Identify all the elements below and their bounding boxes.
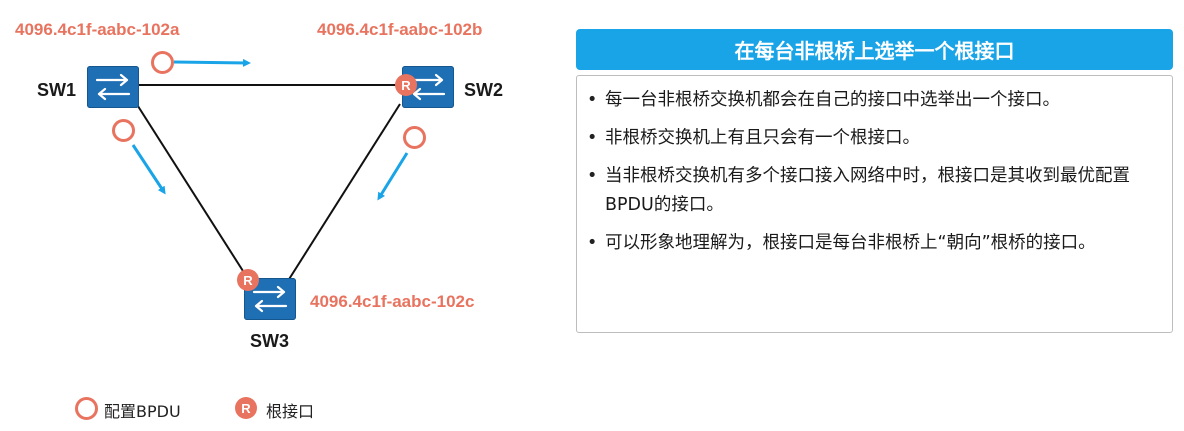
- link-sw2-sw3: [285, 103, 401, 285]
- bullet-item: 每一台非根桥交换机都会在自己的接口中选举出一个接口。: [587, 86, 1158, 115]
- legend-root-port-icon: R: [235, 397, 257, 419]
- sw2-name-label: SW2: [464, 80, 504, 100]
- bpdu-arrow-sw1-sw3: [131, 144, 166, 195]
- legend-bpdu-label: 配置BPDU: [104, 402, 181, 421]
- bpdu-ring-icon: [151, 51, 174, 74]
- bpdu-ring-icon: [112, 119, 135, 142]
- sw1-switch-icon[interactable]: [87, 66, 139, 108]
- sw3-root-port-badge: R: [237, 269, 259, 291]
- bullet-item: 非根桥交换机上有且只会有一个根接口。: [587, 124, 1158, 153]
- legend-root-port-label: 根接口: [266, 402, 315, 421]
- sw2-mac-label: 4096.4c1f-aabc-102b: [317, 20, 483, 39]
- panel-title: 在每台非根桥上选举一个根接口: [576, 29, 1173, 70]
- bullet-item: 当非根桥交换机有多个接口接入网络中时，根接口是其收到最优配置BPDU的接口。: [587, 162, 1158, 220]
- bpdu-arrow-sw1-sw2: [173, 58, 251, 67]
- sw3-name-label: SW3: [250, 331, 290, 351]
- sw1-name-label: SW1: [37, 80, 77, 100]
- bullet-item: 可以形象地理解为，根接口是每台非根桥上“朝向”根桥的接口。: [587, 229, 1158, 258]
- bullet-list: 每一台非根桥交换机都会在自己的接口中选举出一个接口。 非根桥交换机上有且只会有一…: [577, 76, 1172, 258]
- panel-content-box: 每一台非根桥交换机都会在自己的接口中选举出一个接口。 非根桥交换机上有且只会有一…: [576, 75, 1173, 333]
- link-sw1-sw3: [135, 102, 251, 283]
- sw2-root-port-badge: R: [395, 74, 417, 96]
- topology-links: [131, 58, 409, 285]
- bpdu-ring-icon: [403, 126, 426, 149]
- bpdu-arrow-sw2-sw3: [377, 152, 409, 201]
- sw1-mac-label: 4096.4c1f-aabc-102a: [15, 20, 180, 39]
- sw3-mac-label: 4096.4c1f-aabc-102c: [310, 292, 475, 311]
- legend-bpdu-ring-icon: [75, 397, 98, 420]
